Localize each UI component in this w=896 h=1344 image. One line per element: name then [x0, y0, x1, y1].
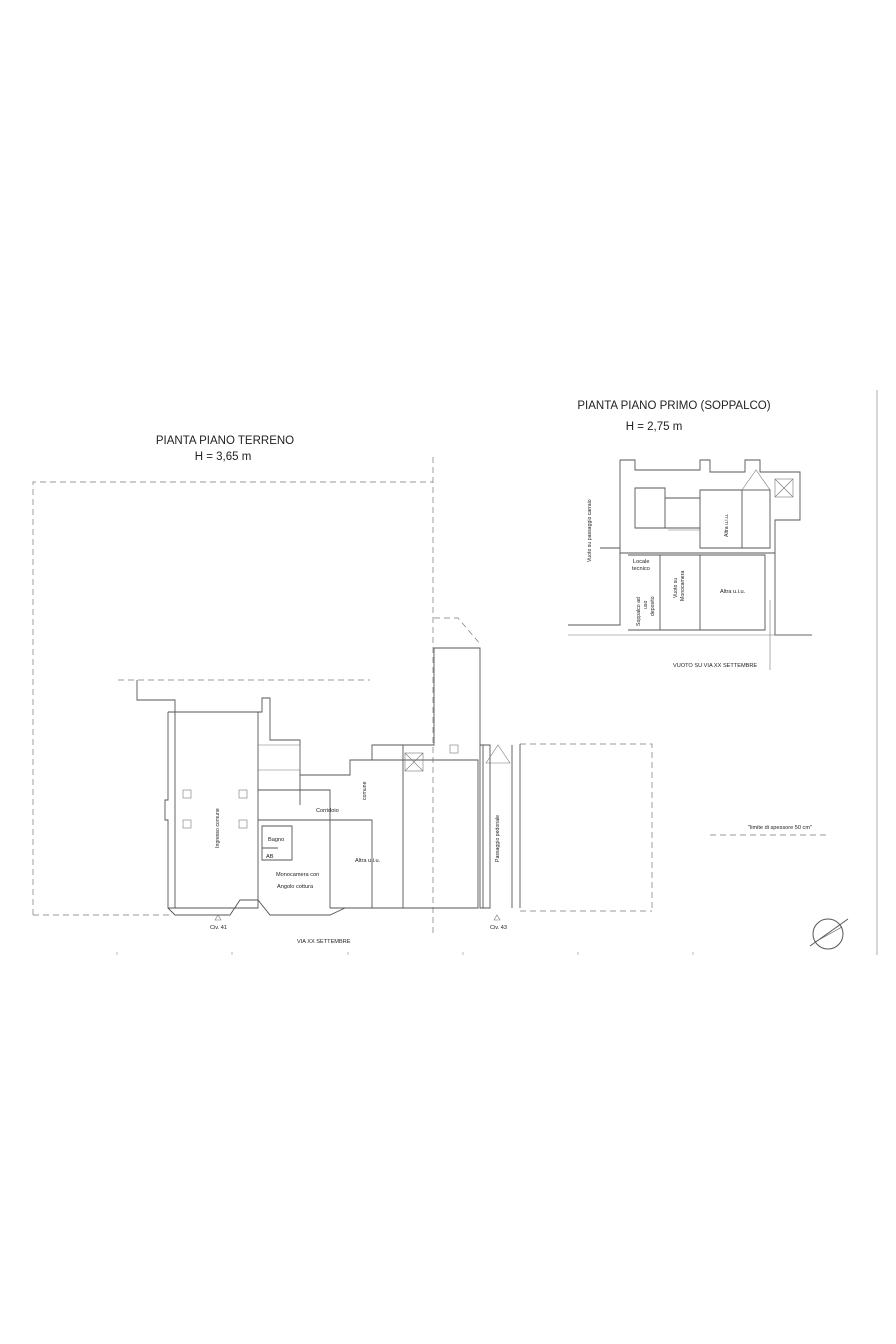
courtyard-stairs	[258, 744, 301, 771]
vuoto-street-label: VUOTO SU VIA XX SETTEMBRE	[673, 663, 757, 669]
entrance-hall-walls	[168, 711, 259, 909]
first-floor-title: PIANTA PIANO PRIMO (SOPPALCO)	[577, 400, 770, 412]
lift-shaft	[404, 752, 424, 772]
technical-room-triangle	[741, 469, 771, 491]
altra-uiu-top-label: Altra u.i.u.	[724, 514, 730, 537]
lift-cross-2	[404, 752, 424, 772]
legend-label: "limite di spessore 50 cm"	[748, 825, 812, 831]
building-outline	[136, 647, 491, 909]
legend: "limite di spessore 50 cm"	[710, 825, 826, 836]
bathroom-walls	[261, 825, 293, 861]
altra-uiu-label: Altra u.i.u.	[355, 858, 381, 864]
first-floor-outline	[568, 459, 812, 636]
ground-floor-height: H = 3,65 m	[195, 451, 252, 463]
ground-floor-title: PIANTA PIANO TERRENO	[156, 435, 294, 447]
ground-floor-plan: PIANTA PIANO TERRENO H = 3,65 m Ingresso…	[32, 435, 653, 945]
uso-label: uso	[643, 601, 649, 609]
right-block-boundary	[520, 743, 653, 911]
monocamera-void-label: Monocamera	[680, 571, 686, 601]
first-floor-plan: PIANTA PIANO PRIMO (SOPPALCO) H = 2,75 m…	[568, 400, 812, 670]
facade-base	[167, 899, 403, 916]
civ-41-marker	[214, 914, 222, 921]
pillar-5	[449, 744, 459, 754]
civ-43-marker	[493, 914, 501, 921]
monocamera-label: Monocamera con	[276, 872, 319, 878]
corridoio-label: Corridoio	[316, 808, 339, 814]
deposito-label: deposito	[650, 596, 656, 616]
bottom-tick-marks	[116, 952, 694, 955]
corridor-walls	[258, 775, 373, 908]
pillar-3	[182, 819, 192, 829]
north-arrow-icon	[809, 918, 849, 950]
ingresso-room	[164, 712, 176, 909]
ramp-triangle	[485, 744, 511, 764]
soppalco-label: Soppalco ad	[636, 597, 642, 626]
ab-label: AB	[266, 854, 274, 860]
altra-uiu-bottom-label: Altra u.i.u.	[720, 589, 746, 595]
passage-boundary	[434, 617, 482, 646]
altra-uiu-walls	[330, 745, 479, 909]
first-floor-lift	[774, 478, 794, 498]
first-floor-inner-walls	[600, 487, 775, 631]
passaggio-label: Passaggio pedonale	[495, 815, 501, 862]
first-floor-height: H = 2,75 m	[626, 421, 683, 433]
ground-floor-boundary	[32, 481, 433, 915]
comune-label: comune	[362, 781, 368, 800]
pillar-1	[182, 789, 192, 799]
angolo-cottura-label: Angolo cottura	[277, 884, 314, 890]
civ-41-label: Civ. 41	[210, 925, 227, 931]
passaggio-walls	[482, 744, 521, 908]
pillar-4	[238, 819, 248, 829]
ingresso-label: Ingresso comune	[215, 808, 221, 848]
bagno-label: Bagno	[268, 837, 284, 843]
street-label: VIA XX SETTEMBRE	[297, 939, 351, 945]
vuoto-carraio-label: Vuoto su passaggio carraio	[587, 499, 593, 562]
locale-label: Locale	[633, 559, 649, 565]
first-lift-cross-2	[774, 478, 794, 498]
tecnico-label: tecnico	[632, 566, 650, 572]
pillar-2	[238, 789, 248, 799]
civ-43-label: Civ. 43	[490, 925, 507, 931]
vuoto-su-label: Vuoto su	[673, 578, 679, 598]
